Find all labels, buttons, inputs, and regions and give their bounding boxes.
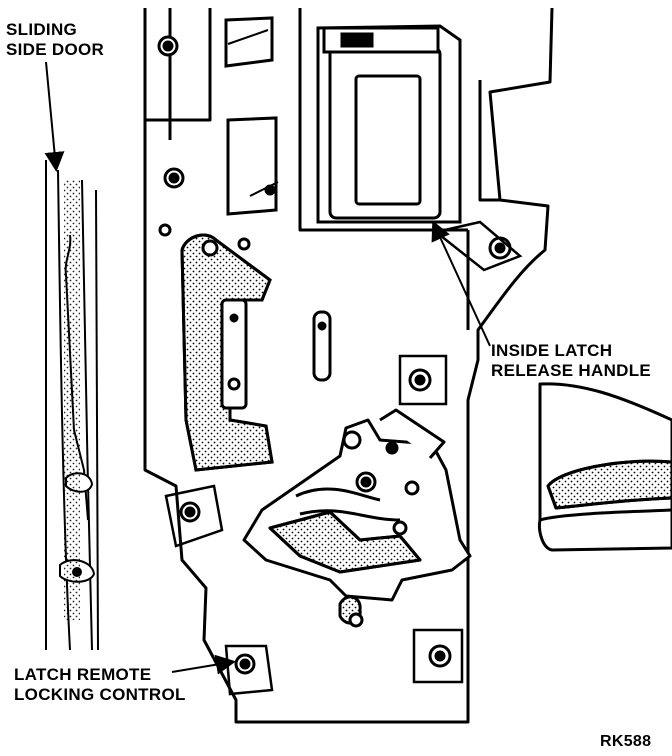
latch-mechanism: [242, 408, 472, 628]
locking-control-leader: [171, 654, 236, 675]
release-handle-leader: [431, 220, 491, 347]
inside-latch-release-handle-label-line1: INSIDE LATCH: [491, 341, 613, 360]
figure-code: RK588: [600, 733, 652, 750]
sliding-side-door-label-line2: SIDE DOOR: [6, 40, 105, 59]
fastener-holes: [157, 35, 512, 675]
inside-latch-release-handle: [316, 24, 462, 224]
lock-rod: [312, 310, 332, 382]
mounting-plates: [164, 220, 523, 696]
latch-remote-locking-control-label-line1: LATCH REMOTE: [14, 665, 152, 684]
inset-handle-detail: [538, 382, 672, 552]
latch-remote-arm: [180, 233, 274, 472]
door-edge-stipple: [64, 180, 80, 620]
latch-remote-locking-control-label: LATCH REMOTE LOCKING CONTROL: [14, 665, 186, 705]
inside-latch-release-handle-label: INSIDE LATCH RELEASE HANDLE: [491, 341, 651, 381]
door-panel: [143, 7, 554, 724]
latch-remote-locking-control-label-line2: LOCKING CONTROL: [14, 685, 186, 704]
inside-latch-release-handle-label-line2: RELEASE HANDLE: [491, 361, 652, 380]
sliding-side-door-label: SLIDING SIDE DOOR: [6, 20, 104, 60]
sliding-side-door-label-line1: SLIDING: [6, 20, 78, 39]
sliding-door-leader: [44, 61, 65, 172]
upper-pockets: [224, 16, 279, 216]
